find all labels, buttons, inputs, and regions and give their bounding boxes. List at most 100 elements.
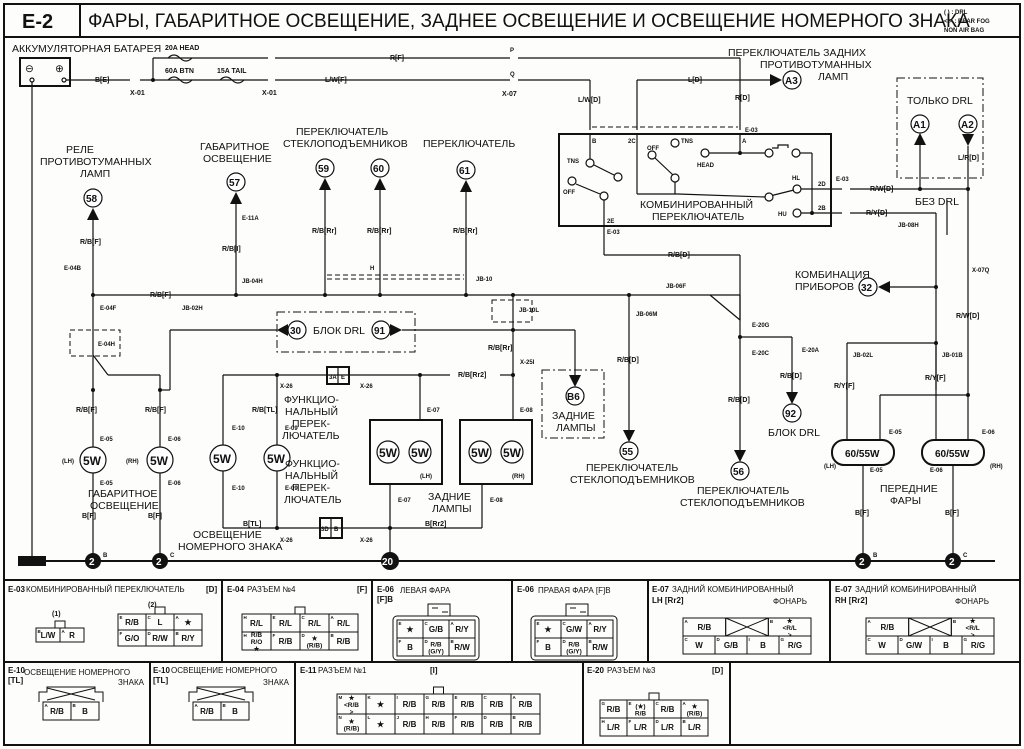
pin-wire-color: (R/B) xyxy=(687,711,703,718)
pin-letter: E xyxy=(537,621,540,626)
e04h-box xyxy=(69,329,121,357)
junction xyxy=(275,373,279,377)
contact xyxy=(764,192,774,202)
wire-label-lw-f: L/W[F] xyxy=(325,77,347,84)
pin-letter: B xyxy=(223,703,227,708)
conn-e03-top: E-03 xyxy=(745,128,758,134)
pin-letter: M xyxy=(339,695,343,700)
ref-30[interactable] xyxy=(287,320,307,340)
ref-56[interactable] xyxy=(730,461,750,481)
pin-wire-color: R/L xyxy=(308,619,321,628)
table-e05-tag: [F]B xyxy=(377,595,393,604)
ground-suffix: B xyxy=(103,553,108,559)
bulb-label: 5W xyxy=(503,446,522,460)
ref-b6[interactable] xyxy=(565,386,585,406)
ref-57-label: 57 xyxy=(229,178,241,189)
junction xyxy=(91,388,95,392)
front-lamps-label-1: ПЕРЕДНИЕ xyxy=(880,483,938,495)
ref-32[interactable] xyxy=(858,277,878,297)
bulb-rear-lh-2 xyxy=(408,440,432,464)
contact xyxy=(670,173,680,183)
ground-2b-right xyxy=(855,553,871,569)
pin-wire-color: R/B xyxy=(607,705,621,714)
pin-wire-color: (R/B) xyxy=(307,643,323,650)
ref-57[interactable] xyxy=(226,172,246,192)
pin-wire-color: R/B xyxy=(490,700,504,709)
ref-61[interactable] xyxy=(456,160,476,180)
pin-wire-color: L/R xyxy=(607,723,620,732)
ref-58[interactable] xyxy=(83,188,103,208)
pin-wire-color: R/O xyxy=(251,639,263,646)
e10-connector-1: AR/BBB xyxy=(38,686,104,721)
pin-wire-color: R/B xyxy=(432,700,446,709)
switch-bar xyxy=(772,144,789,149)
battery-label: АККУМУЛЯТОРНАЯ БАТАРЕЯ xyxy=(12,43,161,55)
table-e10a-title: ОСВЕЩЕНИЕ НОМЕРНОГО xyxy=(24,668,130,677)
bulb-label: 5W xyxy=(471,446,490,460)
arrow-up-icon xyxy=(319,178,331,190)
conn-jb06f: JB-06F xyxy=(666,284,686,290)
pin-cell xyxy=(961,635,995,655)
pin-letter: D xyxy=(425,639,429,644)
ref-a2-label: A2 xyxy=(961,120,974,131)
table-e03-tag: [D] xyxy=(206,585,217,594)
pin-letter: C xyxy=(563,621,567,626)
ground-suffix: B xyxy=(873,553,878,559)
wire xyxy=(709,294,741,321)
junction xyxy=(275,526,279,530)
pin-wire-color: R/W xyxy=(454,643,470,652)
legend-drl: ( ) : DRL xyxy=(944,10,968,16)
wire-label-rb-d: R/B[D] xyxy=(668,252,690,259)
arrow-left-icon xyxy=(277,324,288,336)
pos-off-1: OFF xyxy=(563,190,575,196)
pin-wire-color: R/Y xyxy=(593,625,607,634)
conn-e05: E-05 xyxy=(870,468,883,474)
pin-wire-color: R/B xyxy=(661,705,675,714)
fog-relay-label-2: ПРОТИВОТУМАННЫХ xyxy=(40,156,152,168)
pin-wire-color: ★ xyxy=(970,617,977,625)
fs-pin-e: E xyxy=(341,375,345,381)
arrow-up-icon xyxy=(374,178,386,190)
pin-letter: E xyxy=(273,615,276,620)
pin-letter: F xyxy=(273,633,276,638)
pin-wire-color: (R/B) xyxy=(344,726,360,733)
pos-off-2: OFF xyxy=(647,146,659,152)
ref-59[interactable] xyxy=(315,158,335,178)
ref-55[interactable] xyxy=(619,441,639,461)
pin-wire-color: ★ xyxy=(544,625,552,634)
pin-letter: F xyxy=(455,715,458,720)
pin-letter: E xyxy=(455,695,458,700)
ref-a2[interactable] xyxy=(958,114,978,134)
table-e06-title: ПРАВАЯ ФАРА [F]B xyxy=(538,586,611,595)
ref-92[interactable] xyxy=(782,403,802,423)
arrow-up-icon xyxy=(460,180,472,192)
pin-letter: G xyxy=(426,695,430,700)
pin-wire-color: ★ xyxy=(377,720,385,729)
wire-label-b-e: B[E] xyxy=(95,77,109,84)
pin-wire-color: R/W xyxy=(152,634,168,643)
headlight-lh-label: 60/55W xyxy=(845,449,880,460)
arrow-right-icon xyxy=(770,74,782,86)
conn-jb06m: JB-06M xyxy=(636,312,657,318)
ref-60[interactable] xyxy=(370,158,390,178)
connector-latch xyxy=(294,606,306,615)
e20-connector: GR/BE(★)R/BCR/BA★(R/B)HL/RFL/RDL/RBL/R xyxy=(599,692,709,737)
switch-arm xyxy=(575,183,601,195)
ref-a3[interactable] xyxy=(782,70,802,90)
wire-label: R/B[F] xyxy=(145,407,166,414)
wire-label: R/B[Rr] xyxy=(453,228,478,235)
table-e04-tag: [F] xyxy=(357,585,368,594)
pin-letter: C xyxy=(425,621,429,626)
ref-56-label-2: СТЕКЛОПОДЪЕМНИКОВ xyxy=(680,497,805,509)
conn-e04h: E-04H xyxy=(98,342,115,348)
func-switch-label: ЛЮЧАТЕЛЬ xyxy=(282,430,340,442)
pin-a: A xyxy=(742,139,747,145)
table-e08-title2: ФОНАРЬ xyxy=(955,597,989,606)
pos-tns-2: TNS xyxy=(681,139,693,145)
pin-wire-color: (G/Y) xyxy=(428,649,444,656)
pin-wire-color: R/B xyxy=(697,623,711,632)
side-rh: (RH) xyxy=(512,474,525,480)
pin-wire-color: R/Y xyxy=(181,634,195,643)
